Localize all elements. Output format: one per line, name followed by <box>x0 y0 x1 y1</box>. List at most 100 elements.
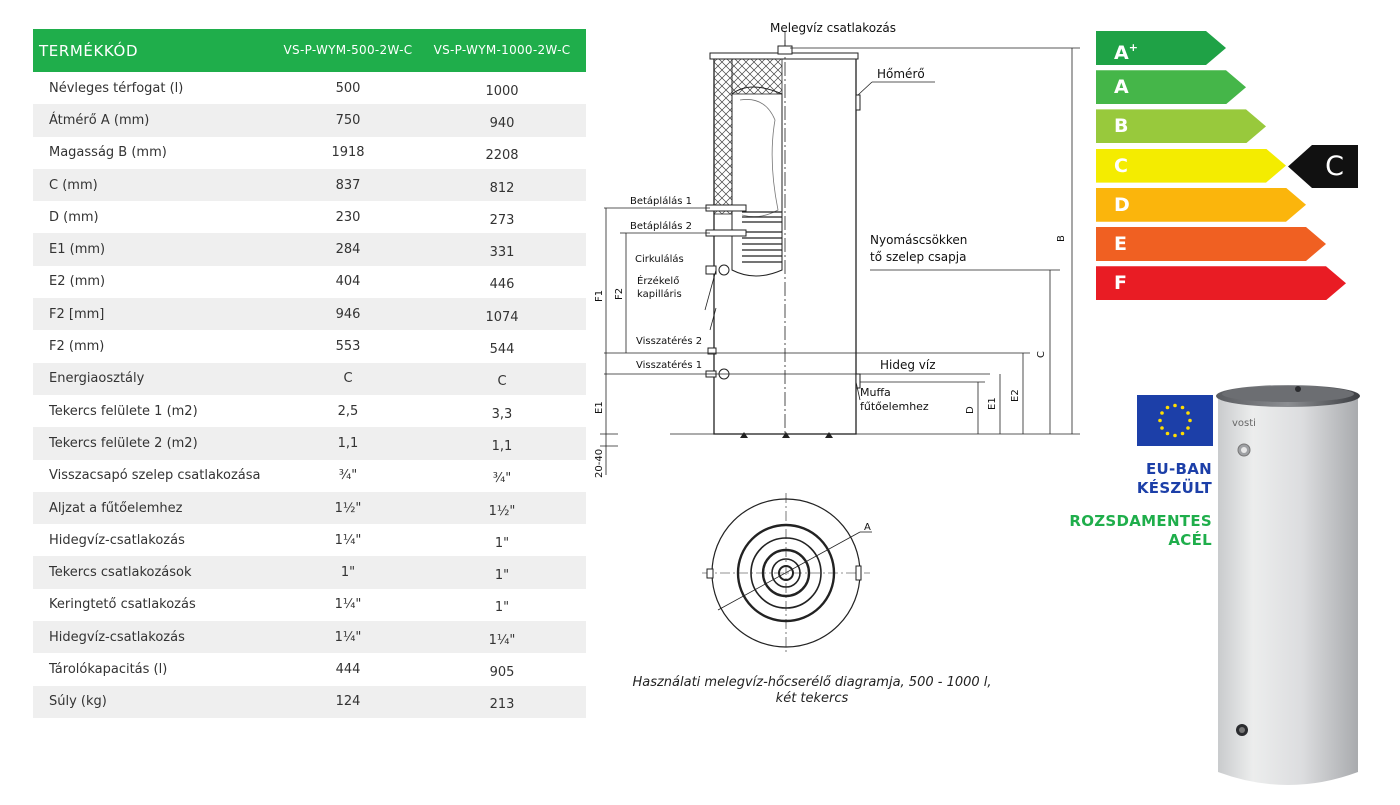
stainless-line-1: ROZSDAMENTES <box>1069 512 1212 530</box>
row-value-1000: 1¼" <box>418 621 586 654</box>
row-label: Keringtető csatlakozás <box>49 597 196 613</box>
made-in-eu-line-2: KÉSZÜLT <box>1136 479 1212 497</box>
label-pressure-valve-1: Nyomáscsökken <box>870 233 967 247</box>
energy-class-letter: B <box>1114 115 1129 138</box>
label-sensor-1: Érzékelő <box>637 274 679 287</box>
label-sleeve-1: Muffa <box>860 386 891 399</box>
dim-label-base: 20-40 <box>594 449 605 478</box>
row-value-500: C <box>278 362 418 395</box>
energy-class-d: D <box>1096 188 1306 222</box>
row-value-1000: 1½" <box>418 491 586 525</box>
made-in-eu-badge: EU-BAN KÉSZÜLT <box>1090 460 1212 498</box>
row-value-1000: 1" <box>494 600 510 616</box>
table-row: E2 (mm) 404 446 <box>33 266 586 298</box>
row-value-500: 124 <box>278 685 418 718</box>
row-value-1000: 3,3 <box>491 406 513 422</box>
label-feed-2: Betáplálás 2 <box>630 220 692 232</box>
row-label: Súly (kg) <box>33 685 278 718</box>
table-row: Visszacsapó szelep csatlakozása ¾" ¾" <box>33 460 586 492</box>
row-value-1000: 940 <box>418 104 586 137</box>
product-brand-logo: vosti <box>1232 418 1256 429</box>
energy-class-letter: E <box>1114 233 1127 255</box>
row-value-1000: 1,1 <box>418 427 586 460</box>
energy-class-letter: D <box>1114 193 1130 216</box>
row-label: Visszacsapó szelep csatlakozása <box>49 468 261 484</box>
row-label: Aljzat a fűtőelemhez <box>33 491 278 525</box>
row-label: Tekercs csatlakozások <box>33 556 278 589</box>
row-value-500: ¾" <box>338 468 358 484</box>
dim-label-e1-left: E1 <box>594 401 605 414</box>
header-product-code: TERMÉKKÓD <box>33 29 278 72</box>
dim-label-e1: E1 <box>987 397 998 410</box>
row-value-500: 1,1 <box>278 427 418 460</box>
energy-class-sup: + <box>1128 41 1138 54</box>
row-label: Átmérő A (mm) <box>33 104 278 137</box>
energy-class-letter: C <box>1114 154 1128 177</box>
energy-class-letter: A <box>1114 42 1129 64</box>
row-label: Tárolókapacitás (l) <box>49 661 168 677</box>
row-label: E2 (mm) <box>49 274 106 290</box>
dim-label-c: C <box>1036 351 1047 358</box>
row-label: Tekercs felülete 2 (m2) <box>33 427 278 460</box>
energy-class-letter: A <box>1114 76 1129 99</box>
label-return-2: Visszatérés 2 <box>636 335 702 347</box>
row-value-500: 1¼" <box>278 621 418 654</box>
row-value-500: 1¼" <box>334 597 362 613</box>
label-hot-water-connection: Melegvíz csatlakozás <box>770 21 896 35</box>
row-label: Tekercs felülete 1 (m2) <box>49 403 198 419</box>
label-sleeve-2: fűtőelemhez <box>860 400 929 413</box>
row-value-1000: ¾" <box>492 471 512 487</box>
insulation-top <box>731 55 783 95</box>
row-value-1000: 1074 <box>418 298 586 331</box>
label-circulation: Cirkulálás <box>635 253 684 265</box>
heat-exchanger-coils <box>742 211 782 263</box>
row-value-500: 1918 <box>331 145 365 161</box>
row-value-1000: C <box>418 362 586 395</box>
row-value-500: 1½" <box>278 491 418 525</box>
diagram-caption: Használati melegvíz-hőcserélő diagramja,… <box>602 675 1022 707</box>
row-value-500: 1" <box>278 556 418 589</box>
row-value-500: 946 <box>278 298 418 331</box>
row-value-1000: 446 <box>489 277 515 293</box>
label-sensor-2: kapilláris <box>637 288 682 300</box>
row-value-1000: 1" <box>418 556 586 589</box>
row-label: Hidegvíz-csatlakozás <box>49 532 185 548</box>
row-value-500: 837 <box>278 168 418 202</box>
row-label: E1 (mm) <box>33 233 278 266</box>
row-value-1000: 905 <box>489 664 515 680</box>
dim-label-f2: F2 <box>614 288 625 300</box>
row-value-500: 500 <box>335 80 361 96</box>
row-value-500: 553 <box>335 339 361 355</box>
made-in-eu-line-1: EU-BAN <box>1145 460 1212 478</box>
energy-class-f: F <box>1096 266 1346 300</box>
row-label: Névleges térfogat (l) <box>49 80 184 96</box>
label-return-1: Visszatérés 1 <box>636 359 702 371</box>
row-value-500: 284 <box>278 233 418 266</box>
dim-label-d: D <box>965 406 976 414</box>
row-value-500: 404 <box>335 274 361 290</box>
row-label: D (mm) <box>49 209 99 225</box>
row-label: F2 [mm] <box>33 298 278 331</box>
label-feed-1: Betáplálás 1 <box>630 195 692 207</box>
row-value-1000: 213 <box>418 685 586 718</box>
row-value-500: 750 <box>278 104 418 137</box>
label-cold-water: Hideg víz <box>880 358 936 372</box>
energy-class-a-plus: A+ <box>1096 31 1226 65</box>
stainless-line-2: ACÉL <box>1168 531 1212 549</box>
label-thermometer: Hőmérő <box>877 67 925 81</box>
row-value-1000: 812 <box>418 168 586 202</box>
row-label: Hidegvíz-csatlakozás <box>33 621 278 654</box>
